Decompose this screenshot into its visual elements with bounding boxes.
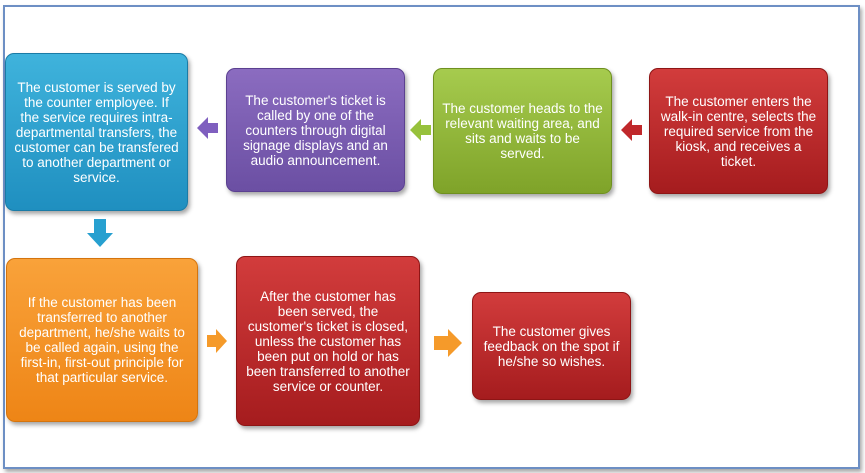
arrow-left-red-icon <box>621 119 642 141</box>
step-transferred-text: If the customer has been transferred to … <box>19 295 185 385</box>
arrow-down-blue-icon <box>87 219 113 247</box>
arrow-right-orange-large-icon <box>434 329 462 357</box>
step-closed-box: After the customer has been served, the … <box>236 256 420 426</box>
step-transferred-box: If the customer has been transferred to … <box>6 258 198 422</box>
arrow-right-orange-icon <box>207 329 227 353</box>
step-wait-box: The customer heads to the relevant waiti… <box>433 68 612 194</box>
step-called-box: The customer's ticket is called by one o… <box>226 68 405 192</box>
step-feedback-box: The customer gives feedback on the spot … <box>472 292 631 400</box>
step-enter-box: The customer enters the walk-in centre, … <box>649 68 828 194</box>
step-served-box: The customer is served by the counter em… <box>5 53 188 211</box>
step-served-text: The customer is served by the counter em… <box>14 79 179 185</box>
arrow-left-green-icon <box>410 119 431 141</box>
arrow-left-purple-icon <box>197 117 218 139</box>
step-called-text: The customer's ticket is called by one o… <box>243 92 388 168</box>
step-wait-text: The customer heads to the relevant waiti… <box>442 101 603 161</box>
step-enter-text: The customer enters the walk-in centre, … <box>660 93 817 169</box>
step-feedback-text: The customer gives feedback on the spot … <box>483 323 620 369</box>
step-closed-text: After the customer has been served, the … <box>246 288 410 394</box>
